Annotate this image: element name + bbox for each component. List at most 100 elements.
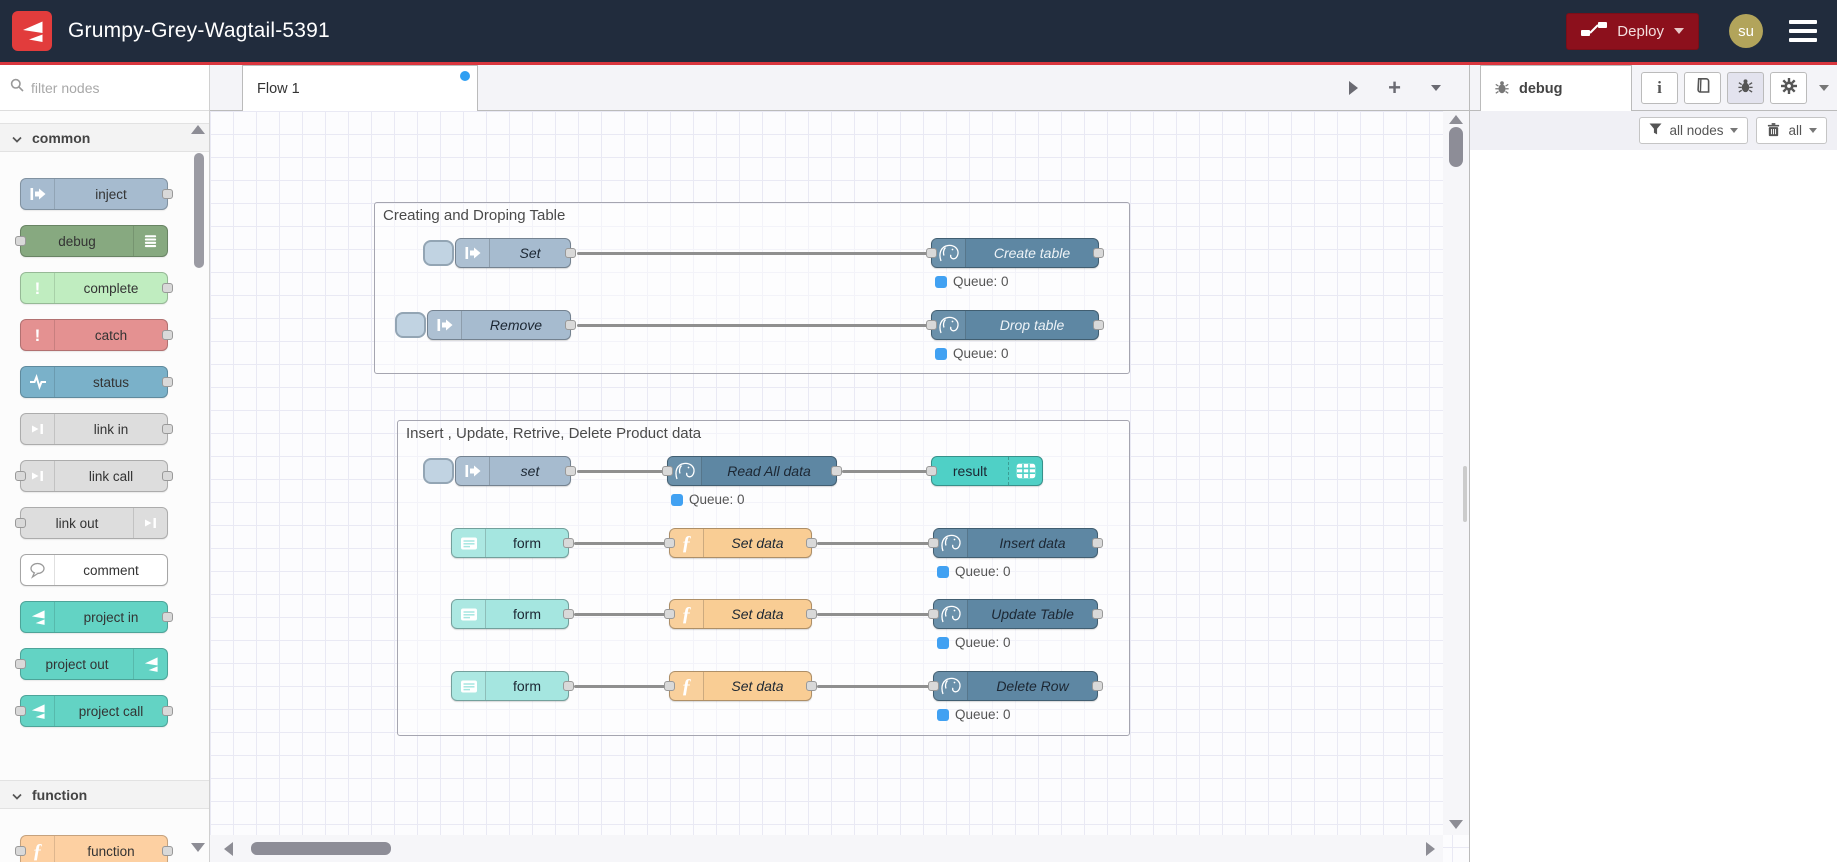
output-port[interactable]	[162, 706, 173, 716]
output-port[interactable]	[806, 609, 817, 619]
input-port[interactable]	[15, 846, 26, 856]
wire[interactable]	[574, 685, 669, 688]
node-form[interactable]: form	[451, 599, 574, 629]
node-delete-row[interactable]: Delete Row	[928, 671, 1103, 701]
node-create-table[interactable]: Create table	[926, 238, 1104, 268]
output-port[interactable]	[565, 466, 576, 476]
wire[interactable]	[842, 470, 931, 473]
palette-node-complete[interactable]: !complete	[20, 272, 173, 304]
output-port[interactable]	[565, 320, 576, 330]
palette-node-status[interactable]: status	[20, 366, 173, 398]
canvas-hscrollbar[interactable]	[210, 835, 1443, 862]
config-panel-button[interactable]	[1770, 72, 1807, 104]
palette-node-link-out[interactable]: link out	[15, 507, 168, 539]
palette-node-project-call[interactable]: project call	[15, 695, 173, 727]
output-port[interactable]	[1092, 681, 1103, 691]
output-port[interactable]	[162, 283, 173, 293]
output-port[interactable]	[1092, 538, 1103, 548]
input-port[interactable]	[662, 466, 673, 476]
output-port[interactable]	[563, 609, 574, 619]
wire[interactable]	[577, 470, 667, 473]
input-port[interactable]	[928, 681, 939, 691]
output-port[interactable]	[162, 612, 173, 622]
flow-list-caret-icon[interactable]	[1431, 85, 1441, 91]
wire[interactable]	[574, 613, 669, 616]
input-port[interactable]	[926, 466, 937, 476]
wire[interactable]	[817, 613, 933, 616]
wire[interactable]	[817, 685, 933, 688]
input-port[interactable]	[15, 518, 26, 528]
input-port[interactable]	[15, 706, 26, 716]
palette-scroll-up-icon[interactable]	[191, 125, 205, 134]
tab-flow-1[interactable]: Flow 1	[242, 65, 478, 111]
output-port[interactable]	[162, 846, 173, 856]
output-port[interactable]	[1093, 320, 1104, 330]
inject-button[interactable]	[423, 240, 454, 266]
output-port[interactable]	[162, 377, 173, 387]
debug-filter-button[interactable]: all nodes	[1639, 117, 1749, 144]
node-form[interactable]: form	[451, 528, 574, 558]
output-port[interactable]	[831, 466, 842, 476]
node-update-table[interactable]: Update Table	[928, 599, 1103, 629]
node-remove[interactable]: Remove	[395, 310, 576, 340]
output-port[interactable]	[565, 248, 576, 258]
node-set[interactable]: Set	[423, 238, 576, 268]
add-flow-icon[interactable]: +	[1388, 75, 1401, 100]
debug-panel-button[interactable]	[1727, 72, 1764, 104]
palette-node-comment[interactable]: comment	[20, 554, 168, 586]
canvas-scroll-down-icon[interactable]	[1449, 820, 1463, 829]
palette-node-link-call[interactable]: link call	[15, 460, 173, 492]
node-insert-data[interactable]: Insert data	[928, 528, 1103, 558]
canvas-scroll-left-icon[interactable]	[224, 842, 233, 856]
node-drop-table[interactable]: Drop table	[926, 310, 1104, 340]
output-port[interactable]	[162, 189, 173, 199]
hamburger-menu-icon[interactable]	[1789, 20, 1817, 42]
filter-nodes-input[interactable]	[31, 79, 181, 96]
wire[interactable]	[574, 542, 669, 545]
debug-clear-button[interactable]: all	[1756, 117, 1827, 144]
palette-node-debug[interactable]: debug	[15, 225, 168, 257]
input-port[interactable]	[928, 538, 939, 548]
canvas-scroll-up-icon[interactable]	[1449, 115, 1463, 124]
inject-button[interactable]	[395, 312, 426, 338]
deploy-button[interactable]: Deploy	[1566, 12, 1699, 50]
output-port[interactable]	[162, 330, 173, 340]
input-port[interactable]	[15, 471, 26, 481]
canvas-scroll-right-icon[interactable]	[1426, 842, 1435, 856]
input-port[interactable]	[664, 609, 675, 619]
palette-node-project-out[interactable]: project out	[15, 648, 168, 680]
expand-tabs-icon[interactable]	[1349, 81, 1359, 95]
help-panel-button[interactable]	[1684, 72, 1721, 104]
wire[interactable]	[817, 542, 933, 545]
group-creating-and-droping-table[interactable]: Creating and Droping Table	[374, 202, 1130, 374]
input-port[interactable]	[926, 320, 937, 330]
sidebar-options-caret-icon[interactable]	[1819, 85, 1829, 91]
output-port[interactable]	[1092, 609, 1103, 619]
palette-scrollbar-thumb[interactable]	[194, 153, 204, 268]
output-port[interactable]	[1093, 248, 1104, 258]
deploy-caret-icon[interactable]	[1674, 28, 1684, 34]
input-port[interactable]	[664, 681, 675, 691]
output-port[interactable]	[806, 681, 817, 691]
output-port[interactable]	[162, 471, 173, 481]
node-read-all-data[interactable]: Read All data	[662, 456, 842, 486]
sidebar-resize-handle[interactable]	[1463, 466, 1467, 522]
input-port[interactable]	[926, 248, 937, 258]
output-port[interactable]	[563, 681, 574, 691]
inject-button[interactable]	[423, 458, 454, 484]
user-avatar[interactable]: su	[1729, 14, 1763, 48]
node-result[interactable]: result	[926, 456, 1043, 486]
input-port[interactable]	[15, 236, 26, 246]
output-port[interactable]	[563, 538, 574, 548]
debug-messages-panel[interactable]	[1470, 150, 1837, 862]
category-header-function[interactable]: function	[0, 780, 209, 809]
palette-node-catch[interactable]: !catch	[20, 319, 173, 351]
category-header-common[interactable]: common	[0, 123, 209, 152]
output-port[interactable]	[162, 424, 173, 434]
output-port[interactable]	[806, 538, 817, 548]
